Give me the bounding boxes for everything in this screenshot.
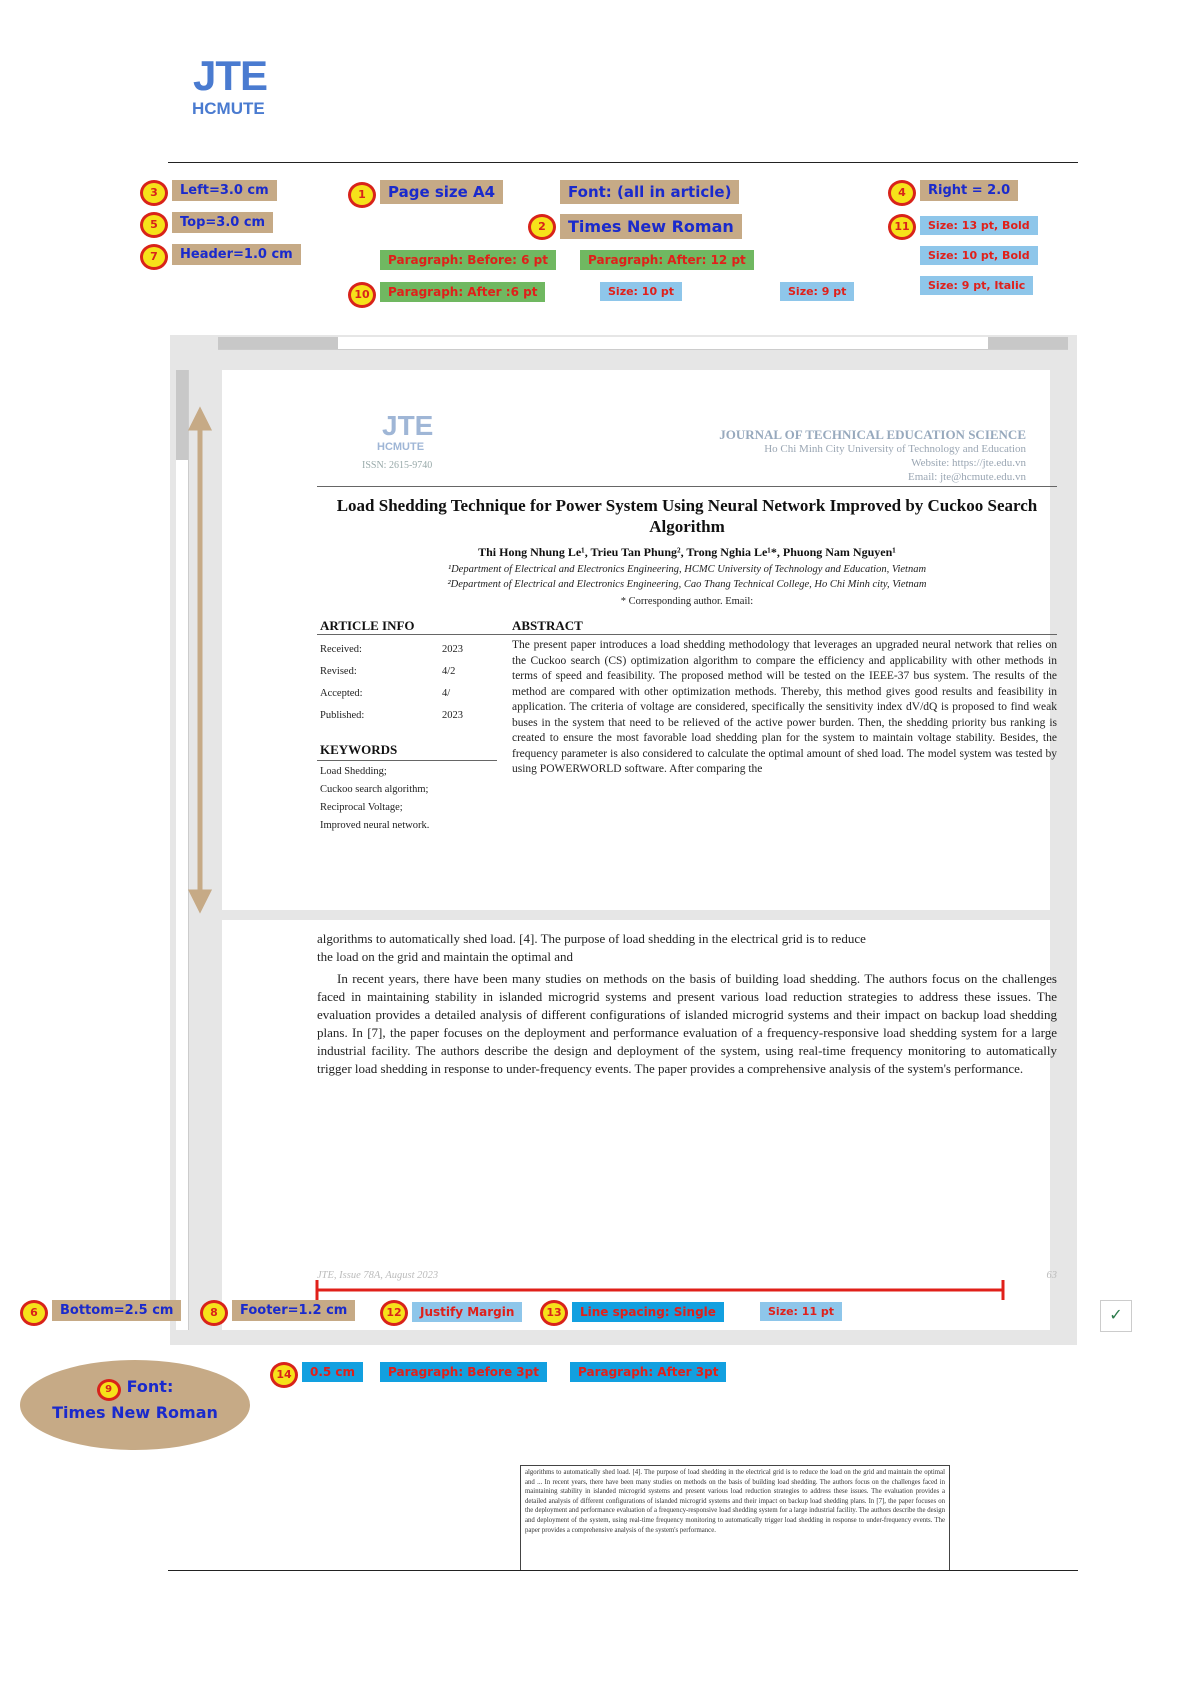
para-before-3-label: Paragraph: Before 3pt bbox=[380, 1362, 547, 1382]
badge-5: 5 bbox=[140, 212, 168, 238]
badge-14: 14 bbox=[270, 1362, 298, 1388]
horizontal-ruler[interactable] bbox=[218, 337, 1068, 350]
badge-6: 6 bbox=[20, 1300, 48, 1326]
font-all-label: Font: (all in article) bbox=[560, 180, 740, 204]
para-before-6-label: Paragraph: Before: 6 pt bbox=[380, 250, 556, 270]
size-13-label: Size: 13 pt, Bold bbox=[920, 216, 1038, 235]
font-ellipse-line1: Font: bbox=[126, 1377, 174, 1396]
header-rule bbox=[317, 486, 1057, 487]
badge-4: 4 bbox=[888, 180, 916, 206]
issn: ISSN: 2615-9740 bbox=[362, 460, 433, 471]
font-name-label: Times New Roman bbox=[560, 214, 742, 239]
vertical-ruler[interactable] bbox=[176, 370, 189, 1330]
badge-10: 10 bbox=[348, 282, 376, 308]
para-after-6-label: Paragraph: After :6 pt bbox=[380, 282, 546, 302]
journal-title: JOURNAL OF TECHNICAL EDUCATION SCIENCE bbox=[719, 427, 1026, 442]
logo-hcmute: HCMUTE bbox=[192, 99, 265, 118]
footer-divider bbox=[168, 1570, 1078, 1571]
size-9-label: Size: 9 pt bbox=[780, 282, 855, 301]
journal-university: Ho Chi Minh City University of Technolog… bbox=[764, 443, 1026, 455]
badge-3: 3 bbox=[140, 180, 168, 206]
body-text: algorithms to automatically shed load. [… bbox=[317, 930, 1057, 1078]
article-title: Load Shedding Technique for Power System… bbox=[336, 496, 1038, 536]
top-margin-label: Top=3.0 cm bbox=[172, 212, 274, 233]
badge-7: 7 bbox=[140, 244, 168, 270]
info-revised-label: Revised: bbox=[320, 666, 357, 677]
logo-jte: JTE bbox=[193, 52, 268, 99]
header-label: Header=1.0 cm bbox=[172, 244, 301, 265]
page-footer: JTE, Issue 78A, August 2023 63 bbox=[317, 1270, 1057, 1281]
right-margin-label: Right = 2.0 bbox=[920, 180, 1019, 201]
affiliation-1: ¹Department of Electrical and Electronic… bbox=[447, 564, 927, 575]
size-10-label: Size: 10 pt bbox=[600, 282, 683, 301]
body-line-1: algorithms to automatically shed load. [… bbox=[317, 931, 866, 946]
info-published-value: 2023 bbox=[442, 710, 463, 721]
article-info-heading: ARTICLE INFO bbox=[320, 618, 415, 633]
watermark-logo-sub: HCMUTE bbox=[377, 441, 425, 453]
indent-label: 0.5 cm bbox=[302, 1362, 364, 1382]
badge-8: 8 bbox=[200, 1300, 228, 1326]
bottom-margin-label: Bottom=2.5 cm bbox=[52, 1300, 182, 1321]
info-accepted-label: Accepted: bbox=[320, 688, 363, 699]
document-page-2: algorithms to automatically shed load. [… bbox=[222, 920, 1057, 1330]
info-revised-value: 4/2 bbox=[442, 666, 456, 677]
footer-label: Footer=1.2 cm bbox=[232, 1300, 356, 1321]
size-9-italic-label: Size: 9 pt, Italic bbox=[920, 276, 1034, 295]
footer-page-number: 63 bbox=[1046, 1270, 1058, 1281]
size-10-bold-label: Size: 10 pt, Bold bbox=[920, 246, 1038, 265]
font-ellipse bbox=[20, 1360, 250, 1450]
badge-1: 1 bbox=[348, 182, 376, 208]
document-page-1: JTE HCMUTE ISSN: 2615-9740 JOURNAL OF TE… bbox=[222, 370, 1057, 910]
keywords-heading: KEYWORDS bbox=[320, 742, 398, 757]
para-after-12-label: Paragraph: After: 12 pt bbox=[580, 250, 754, 270]
abstract-text: The present paper introduces a load shed… bbox=[512, 639, 1057, 775]
keyword-item: Cuckoo search algorithm; bbox=[320, 784, 429, 795]
left-margin-label: Left=3.0 cm bbox=[172, 180, 277, 201]
page-size-label: Page size A4 bbox=[380, 180, 504, 204]
word-screenshot: JTE HCMUTE ISSN: 2615-9740 JOURNAL OF TE… bbox=[170, 335, 1077, 1345]
keyword-item: Improved neural network. bbox=[320, 820, 430, 831]
body-line-2: the load on the grid and maintain the op… bbox=[317, 949, 573, 964]
size-11-label: Size: 11 pt bbox=[760, 1302, 843, 1321]
section-rule bbox=[317, 634, 1057, 635]
footer-issue: JTE, Issue 78A, August 2023 bbox=[317, 1270, 439, 1281]
abstract-heading: ABSTRACT bbox=[512, 618, 583, 633]
watermark-logo: JTE bbox=[382, 410, 434, 441]
info-received-value: 2023 bbox=[442, 644, 463, 655]
info-received-label: Received: bbox=[320, 644, 362, 655]
badge-12: 12 bbox=[380, 1300, 408, 1326]
zoom-inset: algorithms to automatically shed load. [… bbox=[520, 1465, 950, 1571]
para-after-3-label: Paragraph: After 3pt bbox=[570, 1362, 727, 1382]
check-icon[interactable]: ✓ bbox=[1100, 1300, 1132, 1332]
badge-2: 2 bbox=[528, 214, 556, 240]
authors: Thi Hong Nhung Le¹, Trieu Tan Phung², Tr… bbox=[478, 545, 896, 559]
badge-9: 9 bbox=[96, 1379, 121, 1401]
keyword-item: Load Shedding; bbox=[320, 766, 387, 777]
header-divider bbox=[168, 162, 1078, 163]
affiliation-2: ²Department of Electrical and Electronic… bbox=[447, 579, 927, 590]
info-published-label: Published: bbox=[320, 710, 365, 721]
font-ellipse-text: 9 Font: Times New Roman bbox=[30, 1375, 240, 1425]
info-accepted-value: 4/ bbox=[442, 688, 451, 699]
journal-website: Website: https://jte.edu.vn bbox=[911, 457, 1026, 469]
corresponding-author: * Corresponding author. Email: bbox=[620, 596, 754, 607]
justify-label: Justify Margin bbox=[412, 1302, 523, 1322]
badge-11: 11 bbox=[888, 214, 916, 240]
font-ellipse-line2: Times New Roman bbox=[52, 1403, 218, 1422]
keywords-rule bbox=[317, 760, 497, 761]
journal-email: Email: jte@hcmute.edu.vn bbox=[908, 471, 1026, 483]
line-spacing-label: Line spacing: Single bbox=[572, 1302, 724, 1322]
body-paragraph: In recent years, there have been many st… bbox=[317, 971, 1057, 1076]
badge-13: 13 bbox=[540, 1300, 568, 1326]
journal-header: JOURNAL OF TECHNICAL EDUCATION SCIENCE H… bbox=[719, 428, 1026, 484]
keyword-item: Reciprocal Voltage; bbox=[320, 802, 403, 813]
